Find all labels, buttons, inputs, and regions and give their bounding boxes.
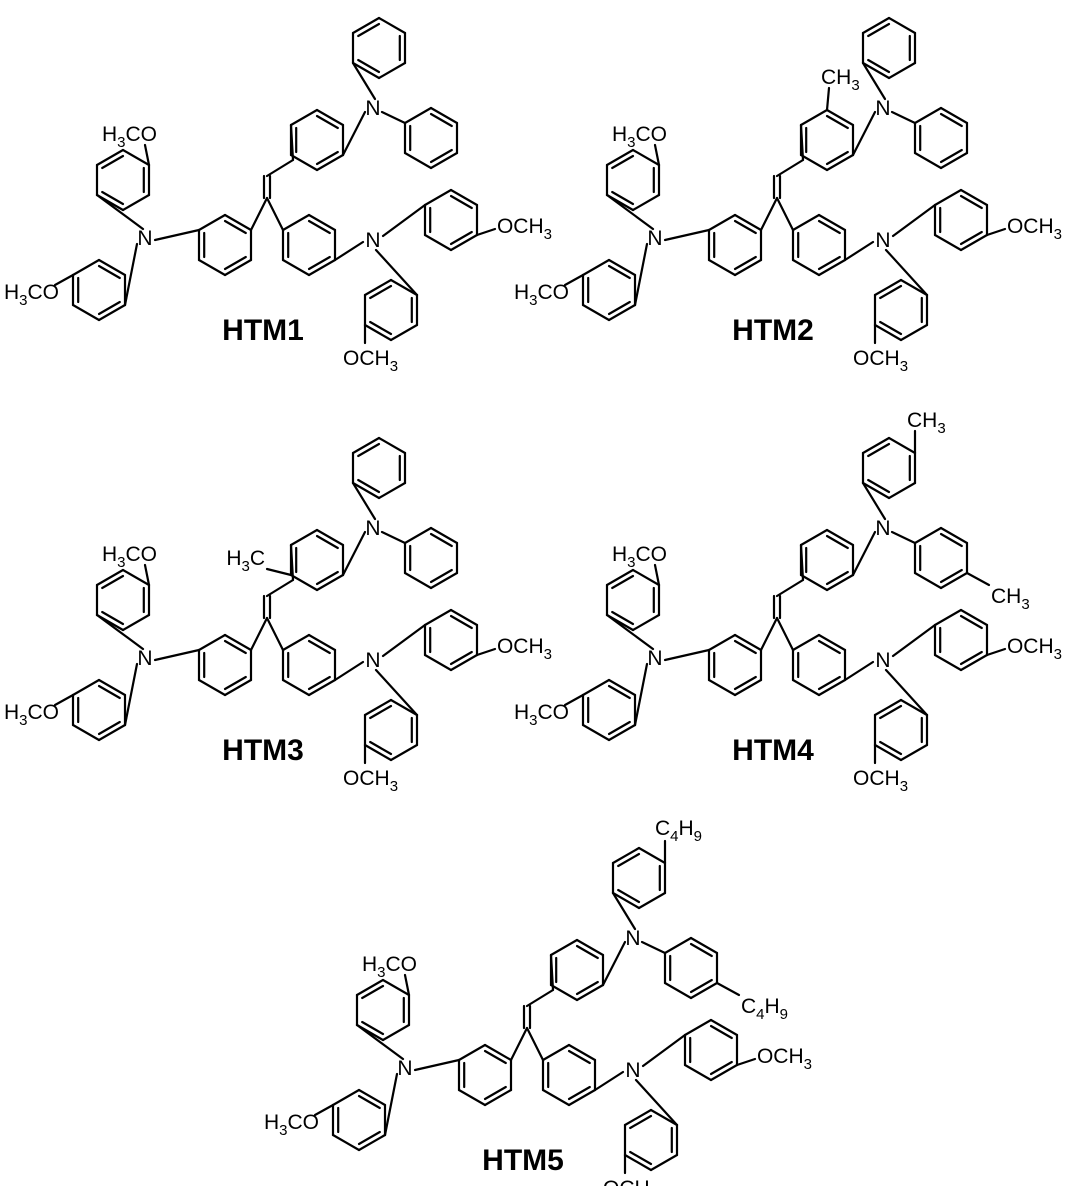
methyl-group: CH3 xyxy=(821,66,860,94)
methoxy-group: H3CO xyxy=(362,953,417,981)
compound-label: HTM4 xyxy=(732,734,814,767)
methoxy-group: H3CO xyxy=(264,1111,319,1139)
nitrogen-atom: N xyxy=(647,227,662,250)
methoxy-group: OCH3 xyxy=(853,347,908,375)
methoxy-group: H3CO xyxy=(102,543,157,571)
methoxy-group: H3CO xyxy=(514,701,569,729)
nitrogen-atom: N xyxy=(365,229,380,252)
nitrogen-atom: N xyxy=(875,649,890,672)
methyl-group: H3C xyxy=(226,547,265,575)
compound-label: HTM1 xyxy=(222,314,304,347)
nitrogen-atom: N xyxy=(647,647,662,670)
nitrogen-atom: N xyxy=(365,517,380,540)
compound-label: HTM3 xyxy=(222,734,304,767)
nitrogen-atom: N xyxy=(137,227,152,250)
compound-htm5: NC4H9C4H9NH3COH3CONOCH3OCH3HTM5 xyxy=(264,817,812,1186)
nitrogen-atom: N xyxy=(875,97,890,120)
methoxy-group: H3CO xyxy=(4,701,59,729)
methoxy-group: OCH3 xyxy=(757,1045,812,1073)
methoxy-group: OCH3 xyxy=(603,1177,658,1186)
methyl-group: CH3 xyxy=(907,409,946,437)
methoxy-group: H3CO xyxy=(102,123,157,151)
nitrogen-atom: N xyxy=(875,229,890,252)
methoxy-group: H3CO xyxy=(612,543,667,571)
nitrogen-atom: N xyxy=(365,649,380,672)
butyl-group: C4H9 xyxy=(741,995,788,1023)
methoxy-group: OCH3 xyxy=(1007,215,1062,243)
methoxy-group: H3CO xyxy=(4,281,59,309)
compound-label: HTM2 xyxy=(732,314,814,347)
compound-label: HTM5 xyxy=(482,1144,564,1177)
nitrogen-atom: N xyxy=(875,517,890,540)
methoxy-group: OCH3 xyxy=(853,767,908,795)
methoxy-group: OCH3 xyxy=(343,347,398,375)
nitrogen-atom: N xyxy=(397,1057,412,1080)
nitrogen-atom: N xyxy=(365,97,380,120)
methoxy-group: OCH3 xyxy=(497,635,552,663)
methoxy-group: OCH3 xyxy=(343,767,398,795)
methoxy-group: H3CO xyxy=(612,123,667,151)
nitrogen-atom: N xyxy=(137,647,152,670)
nitrogen-atom: N xyxy=(625,1059,640,1082)
methoxy-group: OCH3 xyxy=(497,215,552,243)
methoxy-group: H3CO xyxy=(514,281,569,309)
methoxy-group: OCH3 xyxy=(1007,635,1062,663)
butyl-group: C4H9 xyxy=(655,817,702,845)
methyl-group: CH3 xyxy=(991,585,1030,613)
nitrogen-atom: N xyxy=(625,927,640,950)
